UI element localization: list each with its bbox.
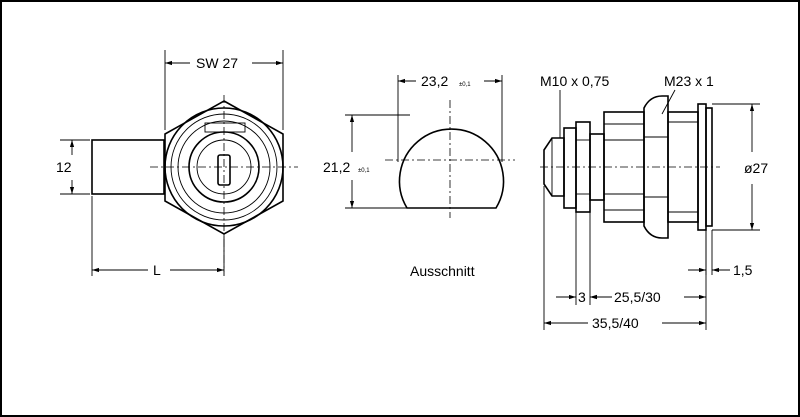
dim-35-label: 35,5/40 — [592, 315, 639, 331]
side-view — [540, 89, 760, 330]
dim-25-label: 25,5/30 — [614, 289, 661, 305]
cutout-width-tol: ±0,1 — [459, 82, 471, 88]
top-tab — [204, 122, 246, 133]
dim-3-label: 3 — [578, 289, 586, 305]
cutout-caption: Ausschnitt — [410, 263, 475, 279]
sw-label: SW 27 — [196, 55, 238, 71]
washer — [563, 127, 577, 209]
dim-15-label: 1,5 — [733, 262, 753, 278]
cutout-shape — [398, 128, 505, 209]
height-12-label: 12 — [56, 159, 72, 175]
cutout-width-label: 23,2 — [421, 73, 448, 89]
cutout-height-label: 21,2 — [323, 159, 350, 175]
hex-nut-side — [643, 95, 669, 239]
thread-large-label: M23 x 1 — [664, 73, 714, 89]
cutout-height-tol: ±0,1 — [358, 168, 370, 174]
front-view — [60, 50, 298, 276]
cutout-view — [345, 75, 515, 218]
cam-cylinder — [91, 139, 165, 195]
diameter-label: ø27 — [744, 160, 768, 176]
thread-small-label: M10 x 0,75 — [540, 73, 609, 89]
length-l-label: L — [153, 262, 161, 278]
